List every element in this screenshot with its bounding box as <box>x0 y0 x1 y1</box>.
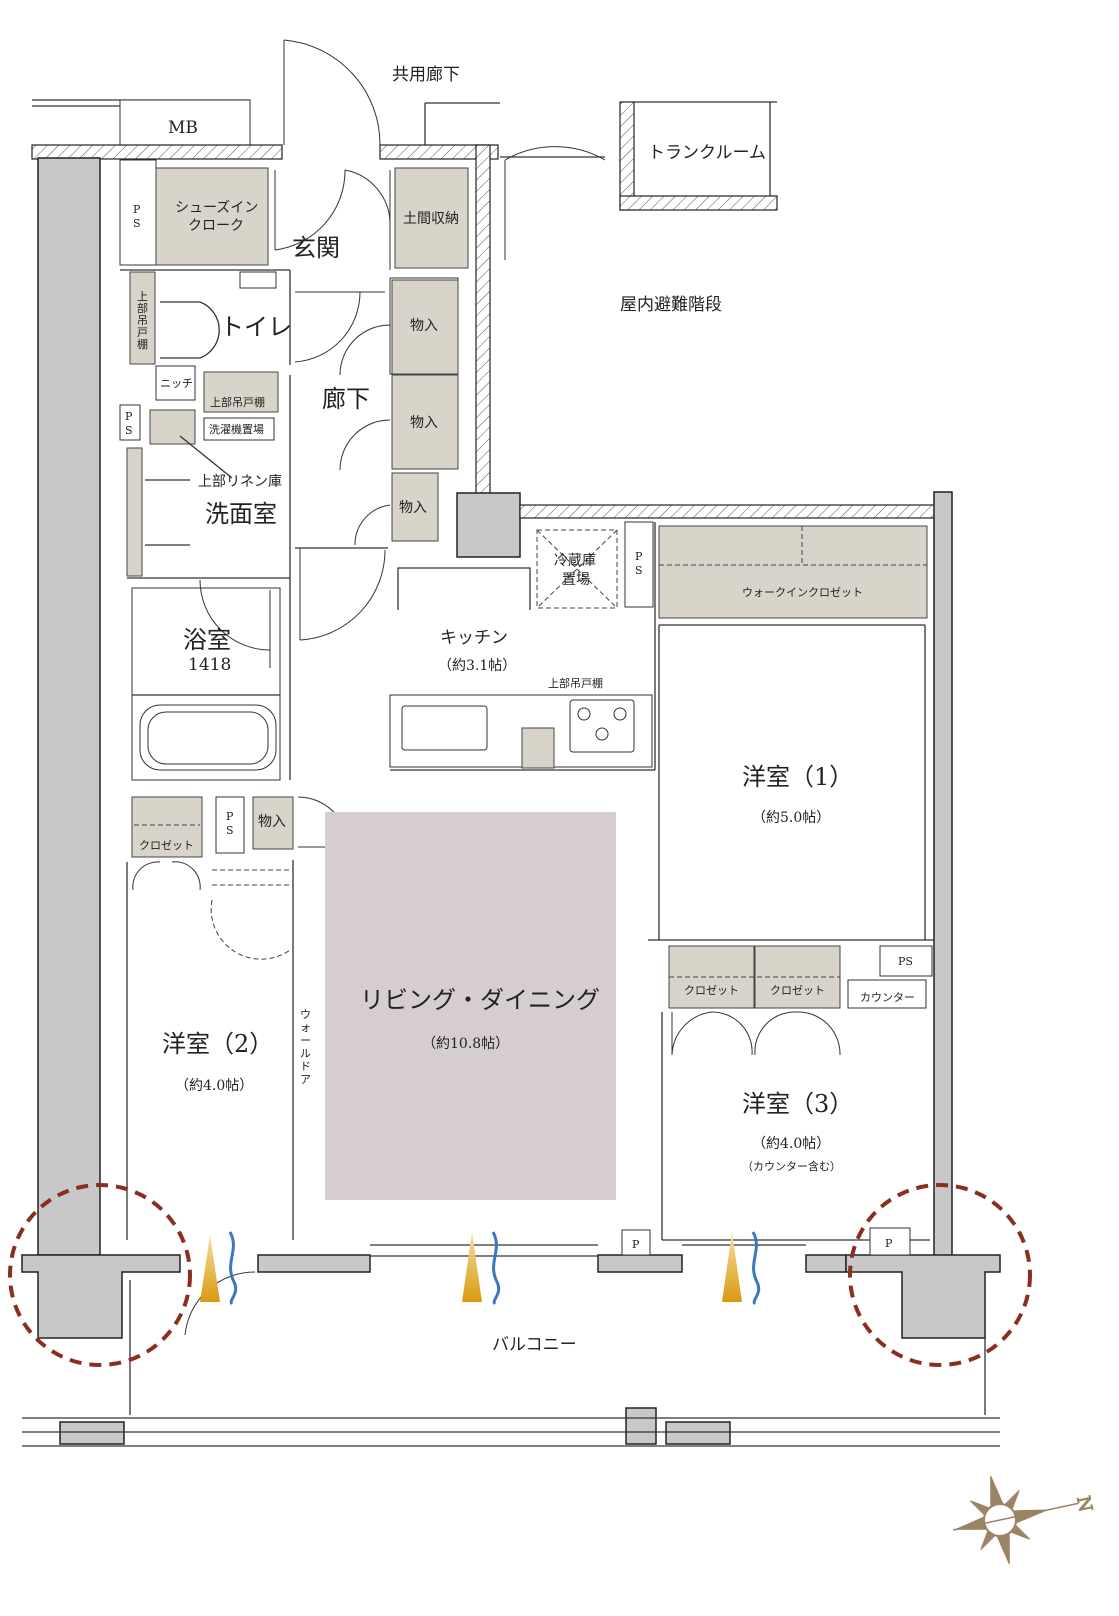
wall-door-label: ル <box>300 1047 311 1060</box>
indoor-stairs-label: 屋内避難階段 <box>620 295 722 315</box>
highlight-circle-left <box>8 1183 192 1367</box>
fridge-space-label: 置場 <box>562 572 590 588</box>
kitchen-label: キッチン <box>440 628 508 648</box>
wall-door-label: ー <box>300 1034 311 1047</box>
upper-cabinet-vertical-label: 戸 <box>137 326 148 339</box>
washroom-label: 洗面室 <box>205 500 277 528</box>
air-flow-arrow-icon <box>722 1232 742 1302</box>
air-flow-arrow-icon <box>462 1232 482 1302</box>
kitchen-upper-cabinet-label: 上部吊戸棚 <box>548 676 603 690</box>
air-flow-wave-icon <box>228 1231 238 1306</box>
shoes-in-cloak-label: シューズイン <box>175 200 258 216</box>
living-dining-area <box>325 812 616 1200</box>
ps-label: P <box>635 550 643 563</box>
ventilation-icons <box>200 1231 761 1306</box>
corridor-label: 廊下 <box>322 385 370 413</box>
common-corridor-label: 共用廊下 <box>392 65 460 85</box>
ps-label: S <box>635 564 643 577</box>
entrance-label: 玄関 <box>292 234 340 262</box>
wall-door-label: ア <box>300 1073 311 1086</box>
shoes-in-cloak-label: クローク <box>188 218 244 234</box>
ps-label: S <box>133 217 141 230</box>
storage-label: 物入 <box>410 318 438 334</box>
storage-label: 物入 <box>258 814 286 830</box>
doma-storage-label: 土間収納 <box>403 211 459 227</box>
western-room-3-size: （約4.0帖） <box>752 1136 830 1152</box>
ps-label: P <box>133 203 141 216</box>
wall-door-label: ウ <box>300 1008 311 1021</box>
closet-label: クロゼット <box>139 839 194 852</box>
closet-label: クロゼット <box>684 984 739 997</box>
closet-label: クロゼット <box>770 984 825 997</box>
counter-label: カウンター <box>860 991 915 1004</box>
washer-space-label: 洗濯機置場 <box>209 422 264 436</box>
compass-icon: N <box>952 1475 1096 1565</box>
ps-label: S <box>125 424 133 437</box>
living-dining-label: リビング・ダイニング <box>360 986 600 1014</box>
air-flow-wave-icon <box>751 1231 761 1306</box>
western-room-2-label: 洋室（2） <box>162 1030 273 1058</box>
upper-cabinet-vertical-label: 棚 <box>137 337 148 351</box>
trunk-room-label: トランクルーム <box>648 143 766 163</box>
kitchen-size-label: （約3.1帖） <box>438 658 516 674</box>
upper-cabinet-vertical-label: 部 <box>137 301 148 315</box>
bath-size-label: 1418 <box>188 655 231 675</box>
western-room-1-label: 洋室（1） <box>742 763 853 791</box>
storage-label: 物入 <box>399 500 427 516</box>
wall-door-label: ド <box>300 1060 311 1073</box>
upper-cabinet-label: 上部吊戸棚 <box>210 395 265 409</box>
western-room-2-size: （約4.0帖） <box>175 1078 253 1094</box>
toilet-label: トイレ <box>220 313 292 341</box>
walls <box>21 101 1001 1447</box>
upper-cabinet-vertical-label: 吊 <box>137 314 148 327</box>
living-dining-size: （約10.8帖） <box>422 1036 509 1052</box>
walk-in-closet-label: ウォークインクロゼット <box>742 586 863 599</box>
western-room-1-size: （約5.0帖） <box>752 810 830 826</box>
storage-label: 物入 <box>410 415 438 431</box>
common-corridor-area <box>32 39 500 146</box>
upper-linen-label: 上部リネン庫 <box>198 473 282 490</box>
western-room-3-note: （カウンター含む） <box>742 1159 841 1173</box>
balcony-label: バルコニー <box>492 1335 577 1355</box>
upper-cabinet-vertical-label: 上 <box>137 290 148 303</box>
wall-door-label: ォ <box>300 1021 311 1034</box>
air-flow-wave-icon <box>491 1231 501 1306</box>
bathroom-label: 浴室 <box>183 626 231 654</box>
ps-label: PS <box>898 955 913 968</box>
highlight-circle-right <box>848 1183 1032 1367</box>
fridge-space-label: 冷蔵庫 <box>554 552 596 569</box>
western-room-3-label: 洋室（3） <box>742 1090 853 1118</box>
p-label: P <box>632 1238 640 1251</box>
air-flow-arrow-icon <box>200 1235 220 1302</box>
room-labels: 共用廊下 MB トランクルーム 屋内避難階段 P S シューズイン クローク 玄… <box>125 65 915 1355</box>
ps-label: P <box>226 810 234 823</box>
ps-label: S <box>226 824 234 837</box>
mb-label: MB <box>168 118 198 138</box>
compass-north-label: N <box>1072 1494 1096 1514</box>
partitions <box>119 159 934 1336</box>
niche-label: ニッチ <box>160 377 193 390</box>
p-label: P <box>885 1237 893 1250</box>
ps-label: P <box>125 410 133 423</box>
